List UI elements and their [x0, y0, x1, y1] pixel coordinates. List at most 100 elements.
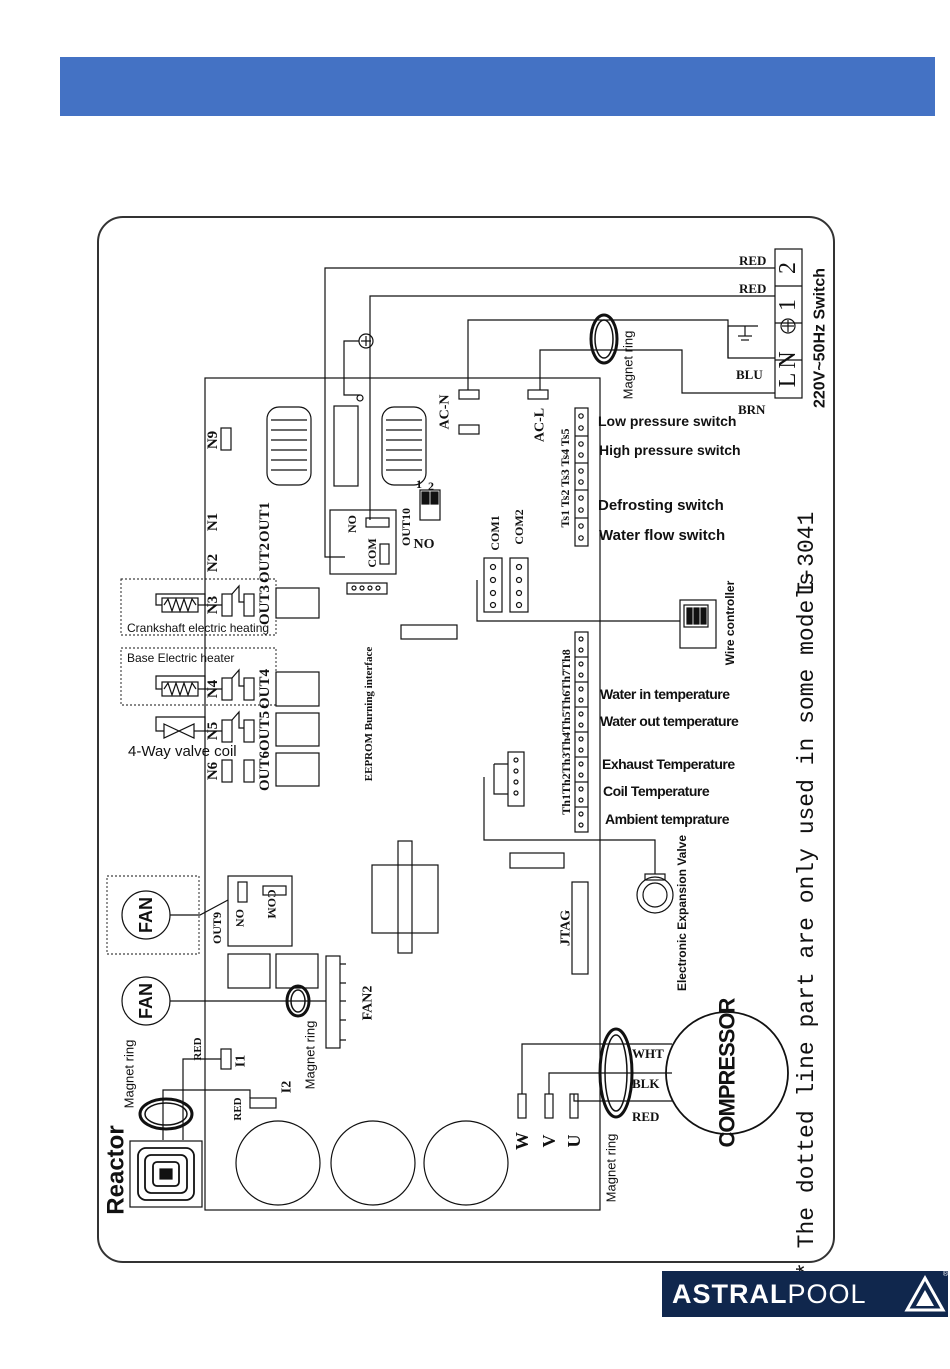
- ac-n-label: AC-N: [438, 395, 453, 430]
- board-chip-2: [509, 852, 565, 869]
- out9-label: OUT9: [210, 912, 224, 944]
- out10-dip-switch: [419, 489, 441, 521]
- th-item-water-in: Water in temperature: [600, 686, 730, 702]
- th-item-ambient: Ambient temprature: [605, 811, 730, 827]
- diagram-frame: [97, 216, 835, 1263]
- magnet-ring-reactor-icon: [138, 1097, 194, 1131]
- terminal-2: 2: [775, 262, 801, 274]
- com1-label: COM1: [488, 515, 502, 550]
- th-item-exhaust: Exhaust Temperature: [602, 756, 735, 772]
- n9-label: N9: [205, 431, 221, 449]
- wire-controller-icon: [679, 599, 717, 649]
- capacitor-1: [235, 1120, 321, 1206]
- fan-top-dotted-box: [106, 875, 200, 955]
- model-note: I-3041: [794, 512, 820, 595]
- n4-connector: [221, 677, 233, 701]
- n6-connector: [221, 759, 233, 783]
- header-bar: [60, 57, 935, 116]
- out9-relay: [227, 875, 293, 947]
- out10-label: OUT10: [399, 508, 413, 546]
- ts-header-label: Ts1 Ts2 Ts3 Ts4 Ts5: [558, 429, 572, 528]
- wire-label-red-2: RED: [739, 281, 766, 296]
- relay-block: [329, 509, 397, 575]
- u-label: U: [564, 1135, 584, 1148]
- wire-ground: [727, 325, 775, 359]
- terminal-1: 1: [775, 299, 801, 311]
- power-resistor: [333, 405, 359, 487]
- base-heater-label: Base Electric heater: [127, 651, 234, 665]
- com2-label: COM2: [512, 509, 526, 544]
- logo-light-text: POOL: [787, 1278, 867, 1309]
- ac-l-connector: [527, 389, 549, 400]
- i1-label: I1: [234, 1055, 249, 1067]
- compressor-label: COMPRESSOR: [715, 997, 740, 1147]
- n3-connector: [221, 593, 233, 617]
- out4-label: OUT4: [257, 669, 273, 710]
- th-item-water-out: Water out temperature: [600, 713, 739, 729]
- reactor-wire-1: [182, 1058, 221, 1140]
- base-heater-dotted-box: [120, 647, 277, 706]
- magnet-ring-label-fan: Magnet ring: [303, 1021, 318, 1090]
- out9-on-label: ON: [233, 909, 247, 927]
- out5-label: OUT5: [257, 711, 273, 751]
- relay-no-label: NO: [345, 515, 359, 533]
- terminal-v: [544, 1093, 554, 1119]
- out10-no-label: NO: [414, 537, 435, 552]
- capacitor-3: [423, 1120, 509, 1206]
- fan2-header: [325, 955, 341, 1049]
- four-way-label: 4-Way valve coil: [128, 743, 237, 760]
- out5-relay: [275, 712, 320, 747]
- inductor-coil-right: [381, 406, 427, 486]
- board-relay-fan-1: [227, 953, 271, 989]
- out4-relay: [275, 671, 320, 707]
- magnet-ring-label-power: Magnet ring: [621, 331, 636, 400]
- com2-header: [509, 557, 529, 613]
- wire-controller-cable: [476, 580, 680, 622]
- out3-label: OUT3: [257, 585, 273, 625]
- ac-l-label: AC-L: [533, 408, 548, 442]
- n1-label: N1: [205, 513, 221, 531]
- astralpool-logo: ASTRALPOOL ®: [662, 1271, 948, 1317]
- eev-header: [507, 751, 525, 807]
- triangle-logo-icon: [904, 1274, 946, 1312]
- out6-label: OUT6: [257, 751, 273, 792]
- reactor-label: Reactor: [103, 1125, 130, 1214]
- wire-red-1: [324, 267, 775, 558]
- fan-top-label: FAN: [136, 897, 156, 933]
- th-header-label: Th1Th2Th3Th4Th5Th6Th7Th8: [559, 649, 573, 814]
- out9-com-label: COM: [265, 889, 279, 918]
- wire-controller-label: Wire controller: [723, 580, 737, 665]
- magnet-ring-compressor-icon: [598, 1027, 634, 1119]
- compressor-wire-red: [573, 1094, 672, 1102]
- dip-1-label: 1: [416, 477, 422, 491]
- eev-label: Electronic Expansion Valve: [675, 835, 689, 991]
- wire-red-2: [369, 295, 775, 520]
- compressor-wire-wht: [521, 1043, 672, 1094]
- i2-wire-red: RED: [232, 1097, 244, 1120]
- magnet-ring-fan-icon: [285, 984, 311, 1018]
- eeprom-label: EEPROM Burning interface: [363, 647, 375, 782]
- ts-item-low-pressure: Low pressure switch: [598, 413, 736, 429]
- switch-label: 220V~50Hz Switch: [812, 268, 829, 408]
- ts-connector-strip: [574, 407, 589, 547]
- reactor-wire-2: [162, 1089, 251, 1140]
- out1-label: OUT1: [257, 502, 273, 542]
- th-connector-strip: [574, 631, 589, 833]
- fan2-label: FAN2: [361, 986, 376, 1021]
- terminal-n: N: [775, 351, 801, 368]
- board-relay-fan-2: [275, 953, 319, 989]
- out6-relay: [275, 752, 320, 787]
- wire-label-brn: BRN: [738, 402, 766, 417]
- crankshaft-dotted-box: [120, 578, 277, 636]
- wire-label-blu: BLU: [736, 367, 763, 382]
- inductor-coil-left: [266, 406, 312, 486]
- ts-item-high-pressure: High pressure switch: [599, 442, 741, 458]
- transformer-core: [397, 840, 413, 954]
- registered-mark: ®: [942, 1271, 948, 1278]
- i1-wire-red: RED: [192, 1037, 204, 1060]
- n5-connector: [221, 719, 233, 743]
- com1-header: [483, 557, 503, 613]
- relay-com-label: COM: [365, 538, 379, 567]
- compressor-blk-label: BLK: [632, 1076, 660, 1091]
